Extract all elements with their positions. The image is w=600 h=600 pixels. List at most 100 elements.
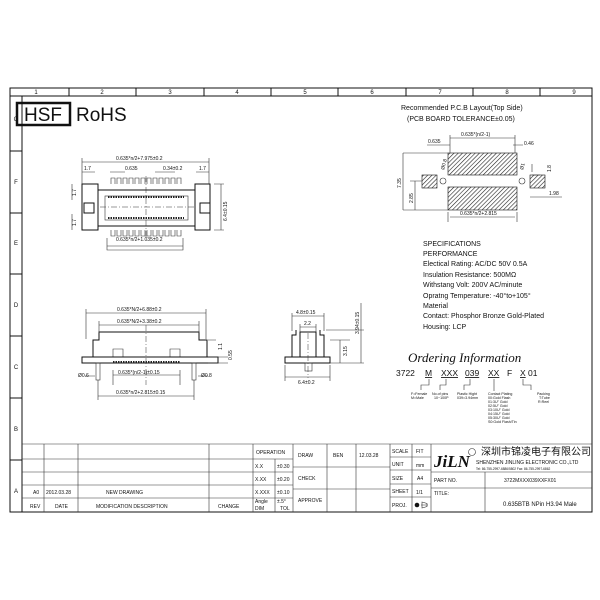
- operation-title: OPERATION: [256, 450, 285, 456]
- tol-dim: Angle: [255, 499, 268, 505]
- dim-label: 2.2: [304, 321, 311, 327]
- row-label: B: [14, 427, 18, 433]
- ordering-note: S0:Gold Flash/Tin: [488, 420, 517, 424]
- row-label: A: [14, 489, 18, 495]
- company-logo: JiLN: [433, 452, 471, 471]
- projection-label: PROJ.: [392, 503, 407, 509]
- change-header: CHANGE: [218, 504, 240, 510]
- tol-value: ±0.20: [277, 477, 290, 483]
- draw-label: DRAW: [298, 453, 313, 459]
- spec-line: Insulation Resistance: 500MΩ: [423, 272, 516, 279]
- ordering-note: 00:Gold Flash: [488, 396, 510, 400]
- column-label: 7: [438, 90, 442, 96]
- tol-dim: X.XXX: [255, 490, 270, 496]
- title-label: TITLE:: [434, 491, 449, 497]
- column-label: 5: [303, 90, 307, 96]
- ordering-note: No.of pins: [432, 392, 448, 396]
- approve-label: APPROVE: [298, 498, 323, 504]
- scale-value: FIT: [416, 449, 424, 455]
- spec-line: Withstang Volt: 200V AC/minute: [423, 282, 522, 289]
- dim-label: 6.4±0.2: [298, 380, 315, 386]
- spec-line: Contact: Phosphor Bronze Gold-Plated: [423, 313, 544, 320]
- ordering-code: 3722 M XXX 039 XX F X 01: [396, 368, 538, 378]
- company-name-en: SHENZHEN JINLING ELECTRONIC CO.,LTD: [476, 460, 579, 466]
- pcb-layout-drawing: [402, 135, 562, 222]
- column-label: 4: [235, 90, 239, 96]
- code-part: M: [425, 368, 432, 378]
- dim-label: 6.4±0.15: [223, 201, 229, 221]
- dim-label: 0.635*N/2+3.38±0.2: [117, 319, 162, 325]
- row-label: F: [14, 180, 18, 186]
- code-part: 3722: [396, 368, 415, 378]
- row-label: D: [14, 303, 19, 309]
- dim-label: 1.7: [199, 166, 206, 172]
- column-label: 1: [34, 90, 38, 96]
- spec-heading: SPECIFICATIONS: [423, 241, 481, 248]
- drawing-border: [9, 87, 593, 513]
- code-part: 039: [465, 368, 479, 378]
- part-title: 0.635BTB NPin H3.94 Male: [503, 502, 577, 508]
- dim-label: 2.85: [409, 193, 415, 203]
- part-no-label: PART NO.: [434, 478, 457, 484]
- row-label: C: [14, 365, 19, 371]
- ordering-note: 039=3.94mm: [457, 396, 478, 400]
- dim-label: 0.55: [228, 350, 234, 360]
- hsf-logo: HSF: [24, 105, 62, 126]
- ordering-note: 02:5U" Gold: [488, 404, 507, 408]
- dim-label: 0.635*n/2+2.815: [460, 211, 497, 217]
- column-dividers: [10, 88, 541, 461]
- tol-header: TOL: [280, 506, 290, 512]
- dim-label: 0.635*(n/2-1)±0.15: [118, 370, 160, 376]
- pcb-layout-title: Recommended P.C.B Layout(Top Side): [401, 105, 523, 112]
- title-block-grid: [22, 443, 592, 512]
- tol-dim: X.XX: [255, 477, 267, 483]
- ordering-note: 01:3U" Gold: [488, 400, 507, 404]
- spec-line: Material: [423, 303, 448, 310]
- scale-label: SCALE: [392, 449, 409, 455]
- dim-label: 1.1: [218, 343, 224, 350]
- draw-name: BEN: [333, 453, 344, 459]
- dim-label: 7.35: [397, 178, 403, 188]
- description-header: MODIFICATION DESCRIPTION: [96, 504, 168, 510]
- dim-label: 1.8: [547, 165, 553, 172]
- ordering-note: 05:30U" Gold: [488, 416, 509, 420]
- draw-date: 12.03.28: [359, 453, 379, 459]
- column-label: 8: [505, 90, 509, 96]
- dim-label: 0.635*n/2+2.815±0.15: [116, 390, 166, 396]
- ordering-note: Contact Plating: [488, 392, 512, 396]
- dim-label: 0.635*n/2+1.035±0.2: [116, 237, 163, 243]
- date-header: DATE: [55, 504, 69, 510]
- company-contact: Tel: 86-755-2997-6886/5802 Fax: 86-755-2…: [476, 467, 550, 471]
- size-label: SIZE: [392, 476, 404, 482]
- dim-label: Ø0.8: [440, 158, 449, 170]
- column-label: 3: [168, 90, 172, 96]
- sheet-value: 1/1: [416, 490, 423, 496]
- column-label: 6: [370, 90, 374, 96]
- ordering-note: Plastic Hight: [457, 392, 477, 396]
- end-view-drawing: [284, 303, 364, 381]
- row-label: E: [14, 241, 18, 247]
- top-view-drawing: [71, 158, 224, 251]
- dim-label: 0.46: [524, 141, 534, 147]
- code-part: XXX: [441, 368, 458, 378]
- dim-label: Ø0.8: [201, 373, 212, 379]
- tol-value: ±.5°: [277, 499, 286, 505]
- unit-label: UNIT: [392, 462, 404, 468]
- date-cell: 2012.03.28: [46, 490, 71, 496]
- ordering-note: T:Tube: [539, 396, 550, 400]
- dim-label: Ø1: [519, 162, 527, 170]
- specifications-block: SPECIFICATIONS PERFORMANCE Electical Rat…: [423, 241, 544, 331]
- part-no: 3722MXXX039XXFX01: [504, 478, 556, 484]
- sheet-label: SHEET: [392, 489, 409, 495]
- ordering-title: Ordering Information: [408, 350, 521, 365]
- rohs-logo: RoHS: [76, 105, 127, 126]
- dim-label: Ø0.6: [78, 373, 89, 379]
- company-name-cn: 深圳市锦凌电子有限公司: [481, 445, 591, 458]
- description-cell: NEW DRAWING: [106, 490, 143, 496]
- ordering-note: 03:10U" Gold: [488, 408, 509, 412]
- dim-label: 1.98: [549, 191, 559, 197]
- spec-line: Housing: LCP: [423, 324, 467, 331]
- dim-label: 0.635*n/2+7.975±0.2: [116, 156, 163, 162]
- dim-label: 1.7: [84, 166, 91, 172]
- tol-dim: X.X: [255, 464, 264, 470]
